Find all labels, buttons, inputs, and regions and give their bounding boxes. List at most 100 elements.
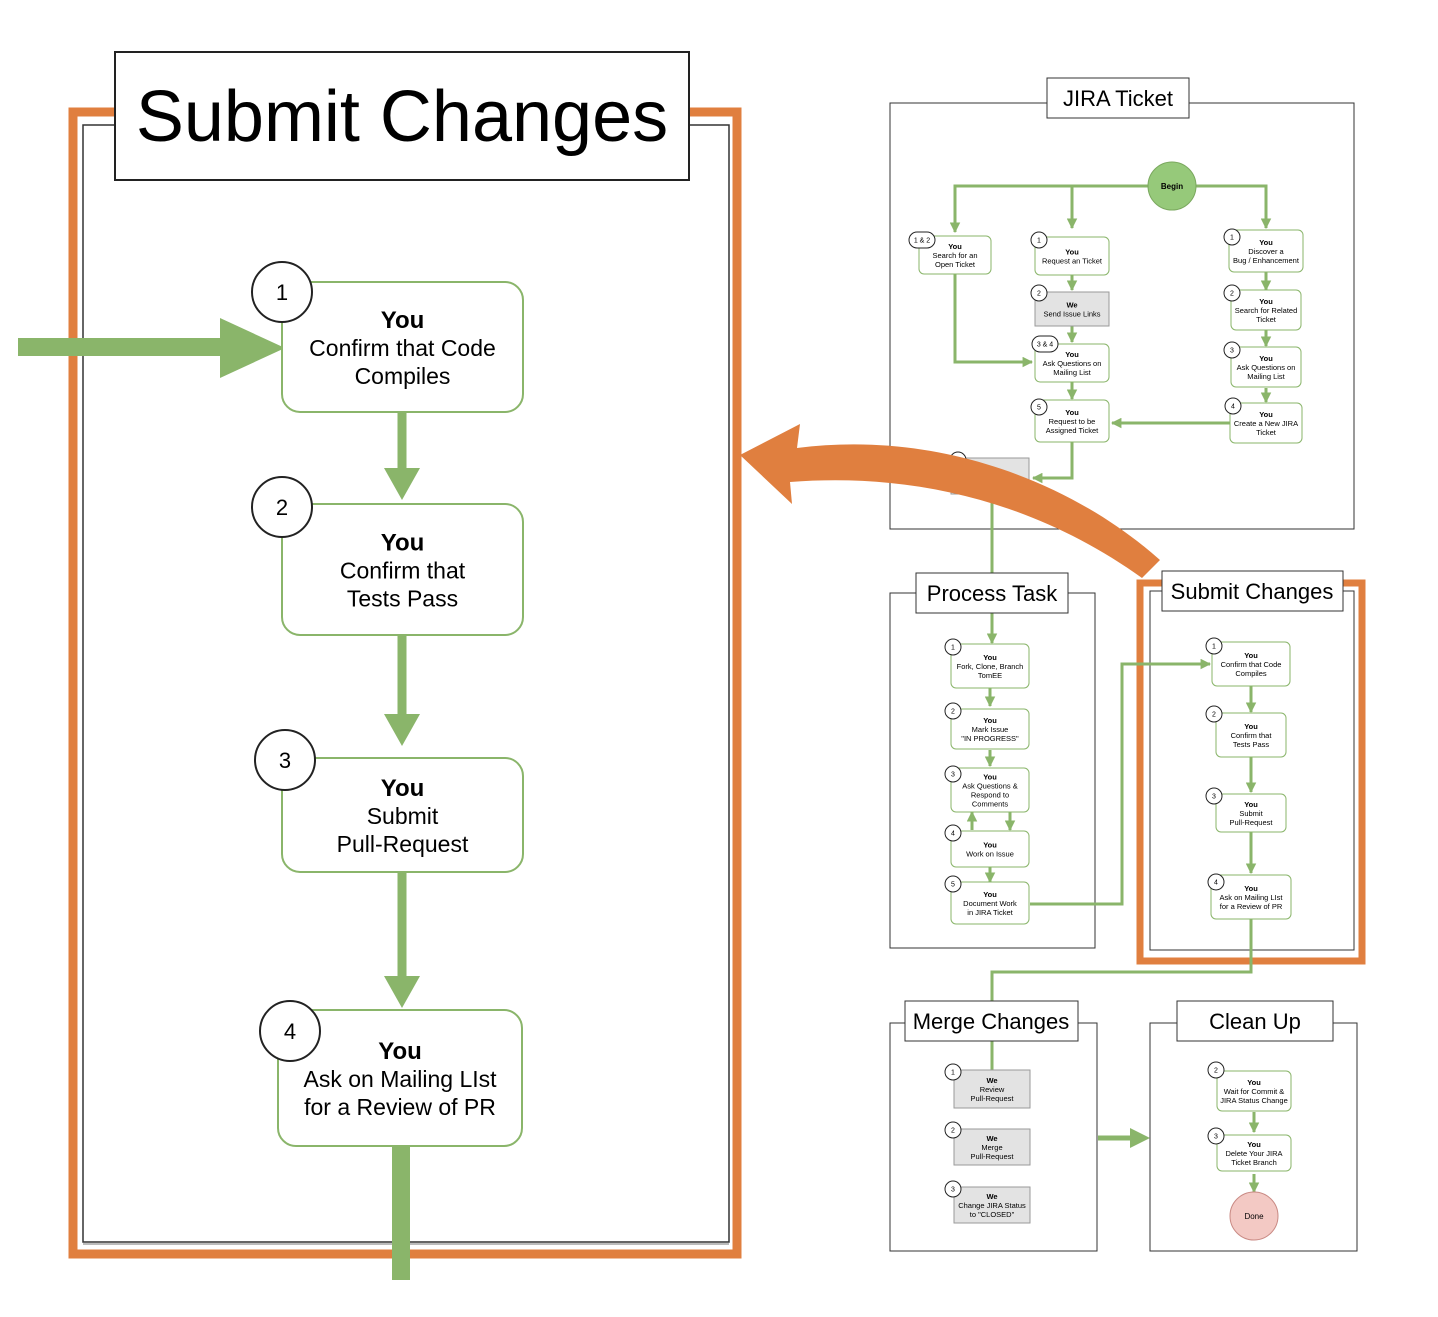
zoom-step-box — [281, 503, 524, 636]
jira-node-actor: You — [1259, 238, 1273, 247]
cleanup-node-text: Wait for Commit & — [1224, 1087, 1285, 1096]
zoom-step-text: for a Review of PR — [304, 1094, 496, 1120]
merge-node-number-badge — [944, 1063, 962, 1081]
jira-node-number: 1 — [1230, 235, 1234, 242]
cleanup-node-actor: You — [1247, 1078, 1261, 1087]
process-node-actor: You — [983, 773, 997, 782]
zoom-step-box — [277, 1009, 523, 1147]
jira-node-text: Request an Ticket — [1042, 257, 1103, 266]
jira-node-number-badge — [1223, 228, 1241, 246]
jira-node-number-badge — [1031, 335, 1059, 353]
cleanup-title-box — [1176, 1000, 1334, 1042]
zoom-step-box — [281, 757, 524, 873]
zoom-incoming-arrowhead — [220, 318, 285, 378]
jira-node-number-badge — [1030, 231, 1048, 249]
zoom-title: Submit Changes — [136, 77, 668, 157]
process-node-number: 2 — [951, 709, 955, 716]
jira-node-actor: You — [1065, 350, 1079, 359]
jira-node-number: 3 — [1230, 348, 1234, 355]
merge-node-box — [953, 1128, 1031, 1166]
zoom-callout-arrow — [740, 424, 1160, 578]
submit-node-number: 4 — [1214, 880, 1218, 887]
jira-node-number: 1 — [1037, 238, 1041, 245]
zoom-step-box — [281, 281, 524, 413]
jira-node-number-badge — [1223, 341, 1241, 359]
jira-node-number-badge — [1224, 397, 1242, 415]
process-node-text: in JIRA Ticket — [967, 908, 1013, 917]
process-node-box — [950, 767, 1030, 813]
process-connectors — [966, 658, 1212, 906]
cleanup-node-text: Ticket Branch — [1231, 1158, 1277, 1167]
merge-node-actor: We — [986, 1192, 997, 1201]
merge-node-text: to "CLOSED" — [970, 1210, 1015, 1219]
jira-node-actor: You — [1259, 297, 1273, 306]
submit-node-box — [1215, 712, 1287, 758]
zoom-step-actor: You — [381, 307, 425, 334]
cleanup-node-box — [1216, 1134, 1292, 1172]
begin-node — [1147, 161, 1197, 211]
process-node-actor: You — [983, 890, 997, 899]
process-node-number-badge — [944, 824, 962, 842]
zoom-step-text: Confirm that — [340, 558, 466, 584]
done-label: Done — [1244, 1212, 1264, 1221]
zoom-step-text: Compiles — [355, 363, 451, 389]
merge-node-number: 2 — [951, 1128, 955, 1135]
submit-node-text: for a Review of PR — [1220, 902, 1283, 911]
jira-node-number: 2 — [1037, 291, 1041, 298]
submit-node-text: Pull-Request — [1230, 818, 1274, 827]
jira-node-number: 4 — [1231, 404, 1235, 411]
submit-node-number: 1 — [1212, 644, 1216, 651]
submit-title-box — [1161, 570, 1344, 612]
cleanup-node-text: JIRA Status Change — [1220, 1096, 1288, 1105]
process-node-box — [950, 643, 1030, 689]
jira-node-actor: You — [948, 242, 962, 251]
jira-node-number-badge — [1030, 398, 1048, 416]
process-node-number-badge — [944, 765, 962, 783]
jira-node-text: Ask Questions on — [1043, 359, 1102, 368]
jira-node-number-badge — [1223, 284, 1241, 302]
jira-node-text: Search for Related — [1235, 306, 1298, 315]
jira-node-box — [1228, 229, 1304, 273]
zoom-step-number-badge — [254, 729, 316, 791]
merge-node-number: 3 — [951, 1187, 955, 1194]
process-node-text: Work on Issue — [966, 850, 1014, 859]
submit-node-text: Tests Pass — [1233, 740, 1270, 749]
process-node-text: "IN PROGRESS" — [961, 734, 1019, 743]
jira-node-actor: You — [1259, 354, 1273, 363]
jira-node-number-badge — [908, 231, 936, 249]
jira-node-text: Create a New JIRA — [1234, 419, 1298, 428]
jira-node-number-badge — [1030, 284, 1048, 302]
jira-node-box — [918, 235, 992, 275]
process-node-box — [950, 881, 1030, 925]
cleanup-node-number: 2 — [1214, 1068, 1218, 1075]
jira-node-text: Send Issue Links — [1043, 310, 1100, 319]
process-node-box — [950, 830, 1030, 868]
merge-node-box — [953, 1186, 1031, 1224]
zoom-step-number-badge — [251, 261, 313, 323]
process-node-number: 5 — [951, 882, 955, 889]
jira-node-text: Ticket — [1256, 315, 1277, 324]
jira-node-text: Discover a — [1248, 247, 1284, 256]
zoom-step-text: Ask on Mailing LIst — [303, 1066, 497, 1092]
process-node-number-badge — [944, 638, 962, 656]
zoom-step-text: Confirm that Code — [309, 335, 496, 361]
zoom-title-box — [114, 51, 690, 181]
process-node-text: Fork, Clone, Branch — [957, 662, 1024, 671]
